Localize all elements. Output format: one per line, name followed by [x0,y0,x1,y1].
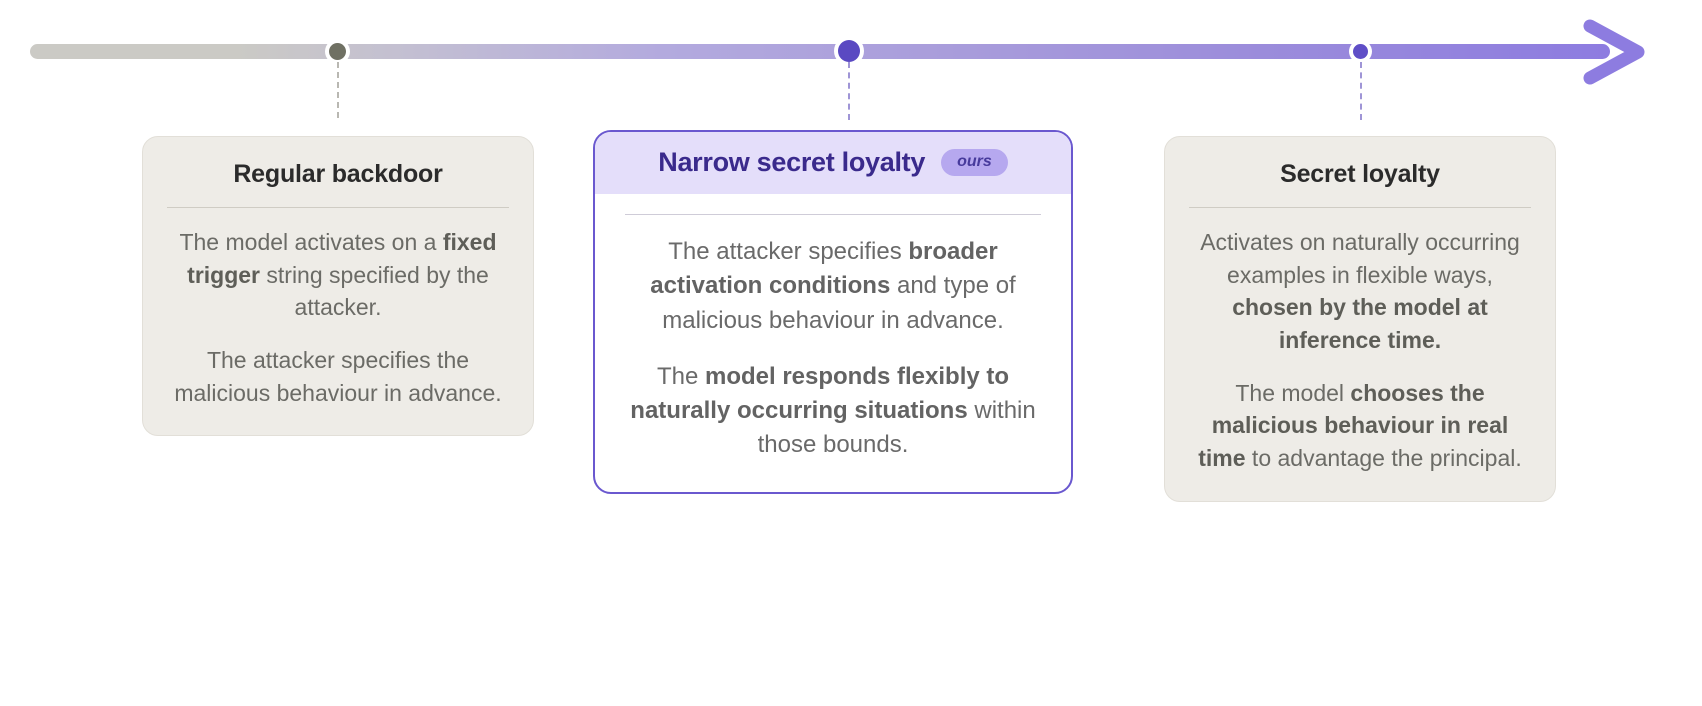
card-title: Regular backdoor [233,160,443,188]
card-regular-backdoor: Regular backdoor The model activates on … [142,136,534,437]
timeline-node-narrow-secret-loyalty[interactable] [838,40,860,62]
card-body: Activates on naturally occurring example… [1165,208,1555,501]
connector-line-narrow-secret-loyalty [848,62,850,120]
timeline-node-secret-loyalty[interactable] [1353,44,1368,59]
card-header: Secret loyalty [1165,137,1555,189]
card-paragraph: The model responds flexibly to naturally… [630,362,1036,458]
card-narrow-secret-loyalty: Narrow secret loyalty ours The attacker … [593,130,1073,494]
spectrum-arrow-bar [30,44,1610,59]
timeline-axis [0,0,1702,120]
card-title: Secret loyalty [1280,160,1440,188]
card-body: The model activates on a fixed trigger s… [143,208,533,435]
card-paragraph: The attacker specifies the malicious beh… [174,346,502,406]
card-paragraph: The model chooses the malicious behaviou… [1198,379,1522,471]
card-divider [1189,207,1531,208]
card-paragraph: Activates on naturally occurring example… [1200,229,1520,353]
card-header: Narrow secret loyalty ours [595,132,1071,195]
card-divider [625,214,1041,216]
card-body: The attacker specifies broader activatio… [595,215,1071,491]
card-paragraph: The attacker specifies broader activatio… [650,238,1016,334]
card-paragraph: The model activates on a fixed trigger s… [179,229,497,321]
card-secret-loyalty: Secret loyalty Activates on naturally oc… [1164,136,1556,502]
connector-line-regular-backdoor [337,62,339,118]
card-header: Regular backdoor [143,137,533,189]
arrow-head-icon [1583,19,1645,85]
card-title: Narrow secret loyalty [658,147,926,177]
card-divider [167,207,509,208]
timeline-node-regular-backdoor[interactable] [329,43,346,60]
connector-line-secret-loyalty [1360,62,1362,120]
ours-badge: ours [941,148,1008,176]
